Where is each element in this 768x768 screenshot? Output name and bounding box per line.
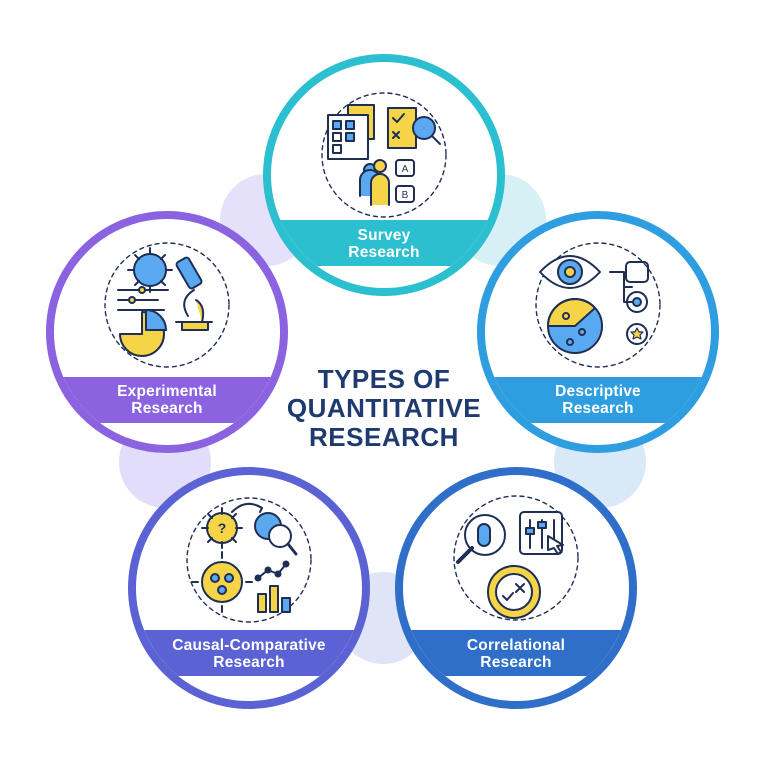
- gears-group-chart-icon: [186, 497, 312, 623]
- diagram-title: TYPES OF QUANTITATIVE RESEARCH: [234, 365, 534, 452]
- title-line-1: TYPES OF: [317, 364, 451, 394]
- descriptive-label-line-2: Research: [562, 400, 634, 417]
- eye-chart-icon: [535, 242, 661, 368]
- magnifier-puzzle-icon: [453, 495, 579, 621]
- survey-label: Survey Research: [264, 227, 504, 261]
- node-causal-ring: [128, 467, 370, 709]
- node-correlational-band: [403, 630, 629, 676]
- causal-label-line-2: Research: [213, 654, 285, 671]
- node-experimental-band: [54, 377, 280, 423]
- descriptive-label: Descriptive Research: [478, 383, 718, 417]
- node-survey: A B: [263, 54, 505, 296]
- node-causal-band: [136, 630, 362, 676]
- node-causal: ?: [128, 467, 370, 709]
- node-survey-ring: [263, 54, 505, 296]
- survey-icon-option-a: A: [402, 164, 409, 175]
- causal-label-line-1: Causal-Comparative: [172, 637, 326, 654]
- node-descriptive-ring: [477, 211, 719, 453]
- correlational-label: Correlational Research: [396, 637, 636, 671]
- gear-microscope-pie-icon: [104, 242, 230, 368]
- survey-label-line-1: Survey: [357, 227, 411, 244]
- causal-icon-question-mark: ?: [218, 520, 227, 536]
- survey-label-line-2: Research: [348, 244, 420, 261]
- node-experimental-ring: [46, 211, 288, 453]
- descriptive-label-line-1: Descriptive: [555, 383, 641, 400]
- survey-icon-option-b: B: [402, 190, 409, 201]
- node-descriptive-band: [485, 377, 711, 423]
- node-survey-band: [271, 220, 497, 266]
- title-line-2: QUANTITATIVE: [286, 393, 482, 423]
- node-correlational: [395, 467, 637, 709]
- experimental-label-line-2: Research: [131, 400, 203, 417]
- correlational-label-line-1: Correlational: [466, 637, 566, 654]
- survey-checklist-icon: [321, 92, 447, 218]
- causal-label: Causal-Comparative Research: [129, 637, 369, 671]
- node-descriptive: [477, 211, 719, 453]
- node-correlational-ring: [395, 467, 637, 709]
- experimental-label: Experimental Research: [47, 383, 287, 417]
- node-experimental: [46, 211, 288, 453]
- correlational-label-line-2: Research: [480, 654, 552, 671]
- experimental-label-line-1: Experimental: [117, 383, 217, 400]
- title-line-3: RESEARCH: [309, 422, 459, 452]
